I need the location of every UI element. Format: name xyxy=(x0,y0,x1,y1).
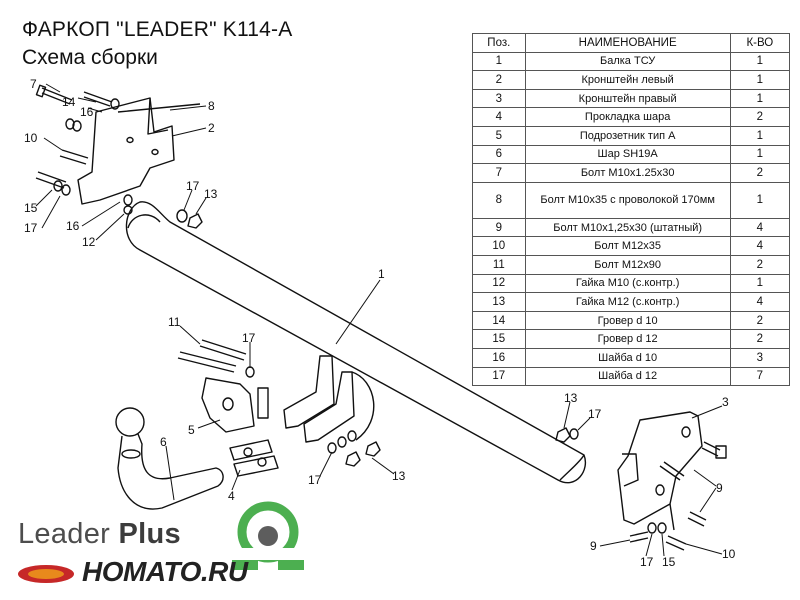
callout-13-upper: 13 xyxy=(204,187,218,201)
callout-1: 1 xyxy=(378,267,385,281)
cell-pos: 16 xyxy=(472,347,526,368)
ball-spacers-part xyxy=(229,439,279,477)
callout-6: 6 xyxy=(160,435,167,449)
cell-name: Болт М10х1,25х30 (штатный) xyxy=(524,217,731,238)
callout-17-socket: 17 xyxy=(242,331,256,345)
main-beam-part xyxy=(125,201,587,484)
callout-17-upper: 17 xyxy=(186,179,200,193)
callout-2: 2 xyxy=(208,121,215,135)
callout-14: 14 xyxy=(62,95,76,109)
cell-qty: 2 xyxy=(729,329,791,349)
cell-name: Болт М12х90 xyxy=(524,254,731,275)
callout-5: 5 xyxy=(188,423,195,437)
callout-11: 11 xyxy=(168,315,181,329)
callout-9-right: 9 xyxy=(716,481,723,495)
callout-4: 4 xyxy=(228,489,235,503)
cell-qty: 4 xyxy=(729,292,791,312)
callout-labels: 7 14 16 8 2 10 15 17 16 12 17 13 1 11 17… xyxy=(24,77,736,569)
right-fasteners-group xyxy=(555,427,727,551)
brand-name: Leader Plus xyxy=(18,518,181,550)
callout-8: 8 xyxy=(208,99,215,113)
callout-10: 10 xyxy=(24,131,38,145)
cell-qty: 2 xyxy=(729,254,791,275)
callout-17: 17 xyxy=(24,221,38,235)
cell-name: Гайка М12 (с.контр.) xyxy=(524,292,731,312)
cell-qty: 2 xyxy=(729,310,791,331)
callout-13-bottom: 13 xyxy=(392,469,406,483)
right-bracket-part xyxy=(617,411,703,525)
wire-part xyxy=(117,103,201,113)
tow-ball-part xyxy=(115,407,224,510)
bottom-center-nuts xyxy=(327,430,381,467)
beam-center-brackets xyxy=(283,355,375,443)
cell-qty: 3 xyxy=(729,347,791,368)
callout-9-bottom: 9 xyxy=(590,539,597,553)
callout-17-bottom: 17 xyxy=(308,473,322,487)
cell-pos: 13 xyxy=(472,292,526,312)
callout-12: 12 xyxy=(82,235,96,249)
cell-pos: 8 xyxy=(472,181,526,219)
callout-16-lower: 16 xyxy=(66,219,80,233)
left-bolts-group xyxy=(35,84,133,215)
cell-name: Кронштейн правый xyxy=(524,88,731,109)
callout-17-bottom-right: 17 xyxy=(640,555,654,569)
site-url: HOMATO.RU xyxy=(82,556,248,587)
small-fasteners-upper xyxy=(176,209,203,229)
cell-pos: 11 xyxy=(472,254,526,275)
page-subtitle: Схема сборки xyxy=(22,46,158,69)
cell-qty: 4 xyxy=(729,236,791,256)
cell-name: Шайба d 12 xyxy=(524,366,731,387)
cell-name: Болт М10х35 с проволокой 170мм xyxy=(524,181,731,219)
callout-15: 15 xyxy=(24,201,38,215)
callout-17-right: 17 xyxy=(588,407,602,421)
page-title: ФАРКОП "LEADER" K114-A xyxy=(22,18,293,41)
callout-7: 7 xyxy=(30,77,37,91)
cell-name: Шайба d 10 xyxy=(524,347,731,368)
callout-leader-lines xyxy=(35,83,723,557)
cell-qty: 1 xyxy=(729,181,791,219)
callout-3: 3 xyxy=(722,395,729,409)
callout-13-right: 13 xyxy=(564,391,578,405)
callout-10-bottom-right: 10 xyxy=(722,547,736,561)
cell-name: Болт М12х35 xyxy=(524,236,731,256)
cell-qty: 1 xyxy=(729,273,791,294)
cell-qty: 7 xyxy=(729,366,791,387)
cell-name: Болт М10х1.25х30 xyxy=(524,163,731,183)
callout-15-bottom-right: 15 xyxy=(662,555,676,569)
left-bracket-part xyxy=(77,97,175,205)
socket-plate-part xyxy=(177,339,269,433)
cell-pos: 17 xyxy=(472,366,526,387)
callout-16: 16 xyxy=(80,105,94,119)
brand-logo-mark xyxy=(18,501,304,583)
cell-name: Гайка М10 (с.контр.) xyxy=(524,273,731,294)
